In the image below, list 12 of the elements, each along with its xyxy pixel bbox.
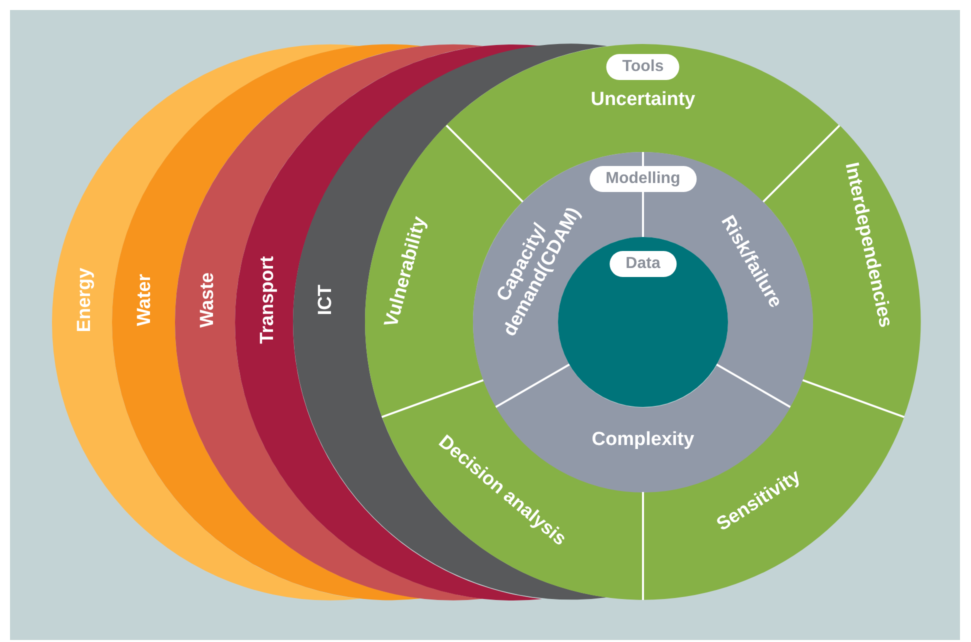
section-tag: Modelling [590, 166, 696, 192]
sector-label: Water [134, 274, 156, 326]
segment-label: Complexity [592, 429, 694, 451]
sector-band [52, 46, 360, 598]
segment-label: Uncertainty [590, 89, 696, 111]
section-tag: Data [610, 251, 676, 277]
sector-label: Transport [257, 256, 279, 344]
sector-label: ICT [315, 284, 337, 316]
sector-label: Waste [197, 272, 219, 328]
section-tag: Tools [606, 54, 680, 80]
ring-segment [446, 44, 840, 202]
sector-label: Energy [74, 268, 96, 332]
